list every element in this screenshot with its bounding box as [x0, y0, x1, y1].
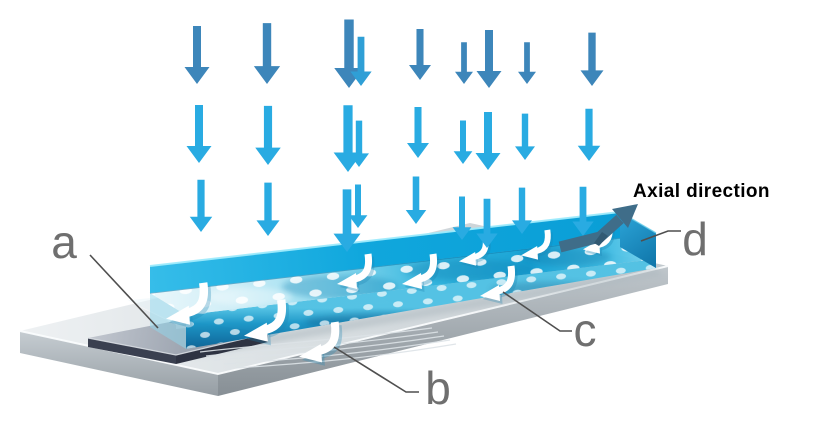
liquid-back-wall-highlight [149, 211, 621, 267]
label-b: b [425, 362, 451, 414]
flow-hook-arrow [337, 253, 375, 292]
base-plate-side-left [20, 331, 218, 396]
flow-hook-head [521, 246, 538, 260]
axial-direction-label: Axial direction [633, 181, 770, 202]
flow-hook-arrow [521, 229, 553, 263]
flow-hook-stem [353, 253, 373, 283]
leader-b [333, 346, 419, 393]
flow-hook-stem [186, 282, 209, 317]
laser-beam-arrow [256, 182, 280, 236]
laser-beam-arrow [409, 28, 431, 81]
label-d: d [682, 213, 708, 265]
liquid-back-wall [150, 212, 620, 293]
callouts: a b c d [51, 213, 708, 414]
laser-beam-arrow [405, 176, 427, 224]
flow-hook-head [299, 343, 322, 363]
flow-hook-head [459, 252, 476, 266]
laser-beam-arrow [349, 120, 369, 167]
leader-a [89, 254, 159, 329]
flow-hook-arrow [402, 253, 440, 292]
laser-beams-group [184, 19, 604, 252]
melt-track-line [205, 331, 439, 357]
laser-beam-arrow [348, 184, 368, 228]
leader-c [502, 291, 572, 332]
liquid-shadow [186, 268, 664, 357]
laser-beam-arrow [189, 179, 213, 232]
flow-hook-stem [496, 265, 516, 295]
laser-beam-arrow [577, 108, 601, 161]
laser-beam-arrow [580, 32, 604, 86]
laser-beam-arrow [350, 36, 372, 86]
label-a: a [51, 216, 77, 268]
laser-beam-arrow [476, 30, 502, 88]
flow-hook-head [244, 322, 268, 342]
flow-hook-arrow [166, 282, 212, 329]
liquid-left-end-face [150, 293, 186, 349]
melt-tracks [199, 327, 457, 369]
melt-track-line [235, 343, 457, 369]
flow-hook-stem [418, 253, 438, 283]
flow-hook-head [480, 285, 500, 301]
flow-hook-head [337, 273, 357, 289]
flow-hook-stem [318, 321, 340, 355]
liquid-right-end-face [620, 212, 656, 268]
axial-direction-arrowhead [612, 204, 638, 228]
flow-hook-arrow [244, 299, 290, 346]
flow-hook-head [166, 305, 190, 325]
laser-beam-arrow [518, 42, 536, 84]
liquid-front-bubbles [186, 259, 656, 349]
leader-d [640, 230, 681, 242]
laser-beam-arrow [453, 120, 473, 164]
flow-hook-stem [535, 229, 551, 255]
laser-beam-arrow [512, 187, 532, 234]
laser-beam-arrow [572, 186, 594, 236]
melt-track-line [199, 327, 433, 353]
laser-beam-arrow [476, 198, 498, 248]
laser-beam-arrow [334, 19, 364, 88]
laser-beam-arrow [455, 42, 473, 84]
axial-direction-indicator: Axial direction [558, 181, 770, 253]
laser-beam-arrow [515, 113, 535, 160]
laser-beam-arrow [255, 105, 281, 165]
sample-plate-edge-highlight [87, 332, 269, 356]
flow-hook-stem [264, 299, 287, 334]
sample-plate-side-front [88, 338, 176, 364]
laser-beam-arrow [253, 23, 281, 84]
laser-beam-arrow [333, 189, 361, 252]
melt-track-line [223, 339, 451, 365]
sample-plate-side-right [176, 333, 268, 364]
laser-beam-arrow [475, 112, 501, 170]
laser-beam-arrow [184, 26, 210, 84]
laser-beam-arrow [186, 105, 212, 163]
base-plate-side-front [218, 266, 668, 396]
axial-direction-arrow-fold [594, 232, 608, 246]
laser-beam-arrow [407, 106, 429, 158]
flow-hook-arrow [299, 321, 343, 366]
flow-hook-head [402, 273, 422, 289]
liquid-layer [149, 211, 657, 349]
laser-beam-arrow [452, 196, 472, 240]
label-c: c [574, 304, 597, 356]
